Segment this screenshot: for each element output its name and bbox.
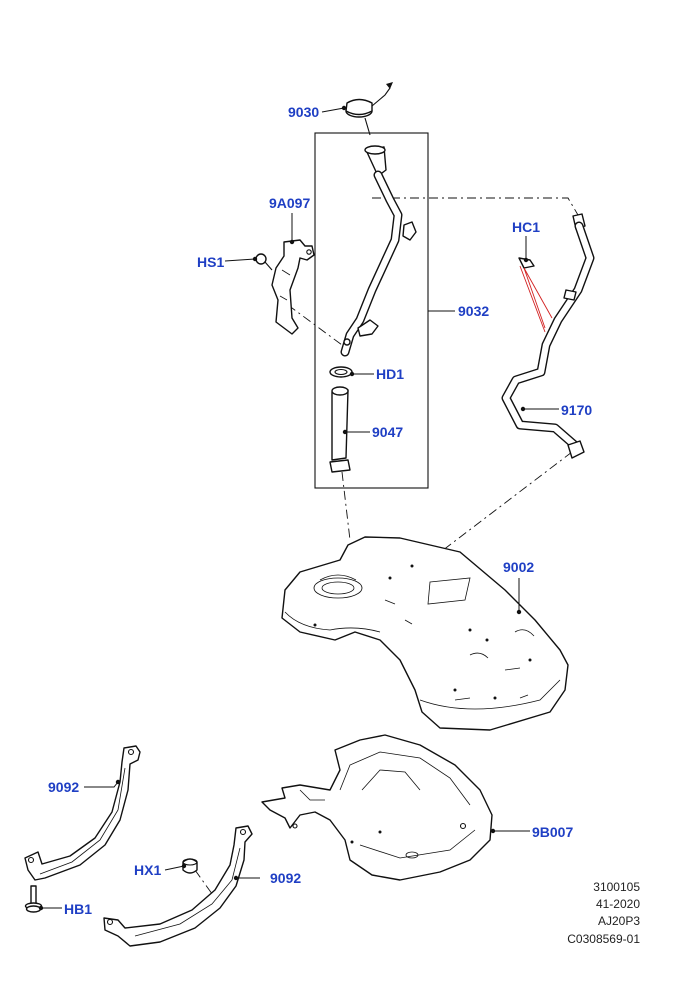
callout-hs1: HS1 [197, 254, 225, 270]
callout-9170: 9170 [561, 402, 593, 418]
reference-line-1: 3100105 [593, 880, 640, 894]
screw-hs1 [255, 253, 273, 271]
callout-hb1: HB1 [64, 901, 93, 917]
hose-clamp-hd1 [329, 366, 353, 378]
callout-9032: 9032 [458, 303, 490, 319]
assembly-dash-lines [194, 197, 579, 906]
fuel-tank-9002 [281, 536, 569, 731]
callout-9b007: 9B007 [532, 824, 574, 840]
tank-strap-9092-right [103, 825, 253, 947]
callout-9030: 9030 [288, 104, 320, 120]
filler-assembly-box [314, 132, 455, 489]
reference-line-3: AJ20P3 [597, 914, 640, 928]
callout-9092-left: 9092 [48, 779, 80, 795]
callout-hc1: HC1 [512, 219, 541, 235]
vapour-line-9170 [501, 213, 595, 459]
callout-9a097: 9A097 [269, 195, 311, 211]
nut-hx1 [182, 858, 198, 874]
callout-9047: 9047 [372, 424, 404, 440]
callout-hx1: HX1 [134, 862, 162, 878]
reference-line-4: C0308569-01 [567, 932, 640, 946]
clip-hc1 [518, 257, 553, 333]
filler-hose-9047 [329, 386, 351, 473]
tank-strap-9092-left [24, 745, 141, 881]
reference-line-2: 41-2020 [595, 897, 640, 911]
heat-shield-bracket-9a097 [271, 239, 315, 335]
callout-leaders [41, 107, 559, 909]
tank-heat-shield-9b007 [261, 734, 493, 881]
callout-9002: 9002 [503, 559, 535, 575]
fuel-filler-cap-9030 [345, 82, 393, 136]
bolt-hb1 [24, 885, 43, 913]
callout-hd1: HD1 [376, 366, 405, 382]
leader-dots [38, 105, 529, 911]
filler-pipe-9032 [340, 145, 417, 357]
callout-9092-right: 9092 [270, 870, 302, 886]
